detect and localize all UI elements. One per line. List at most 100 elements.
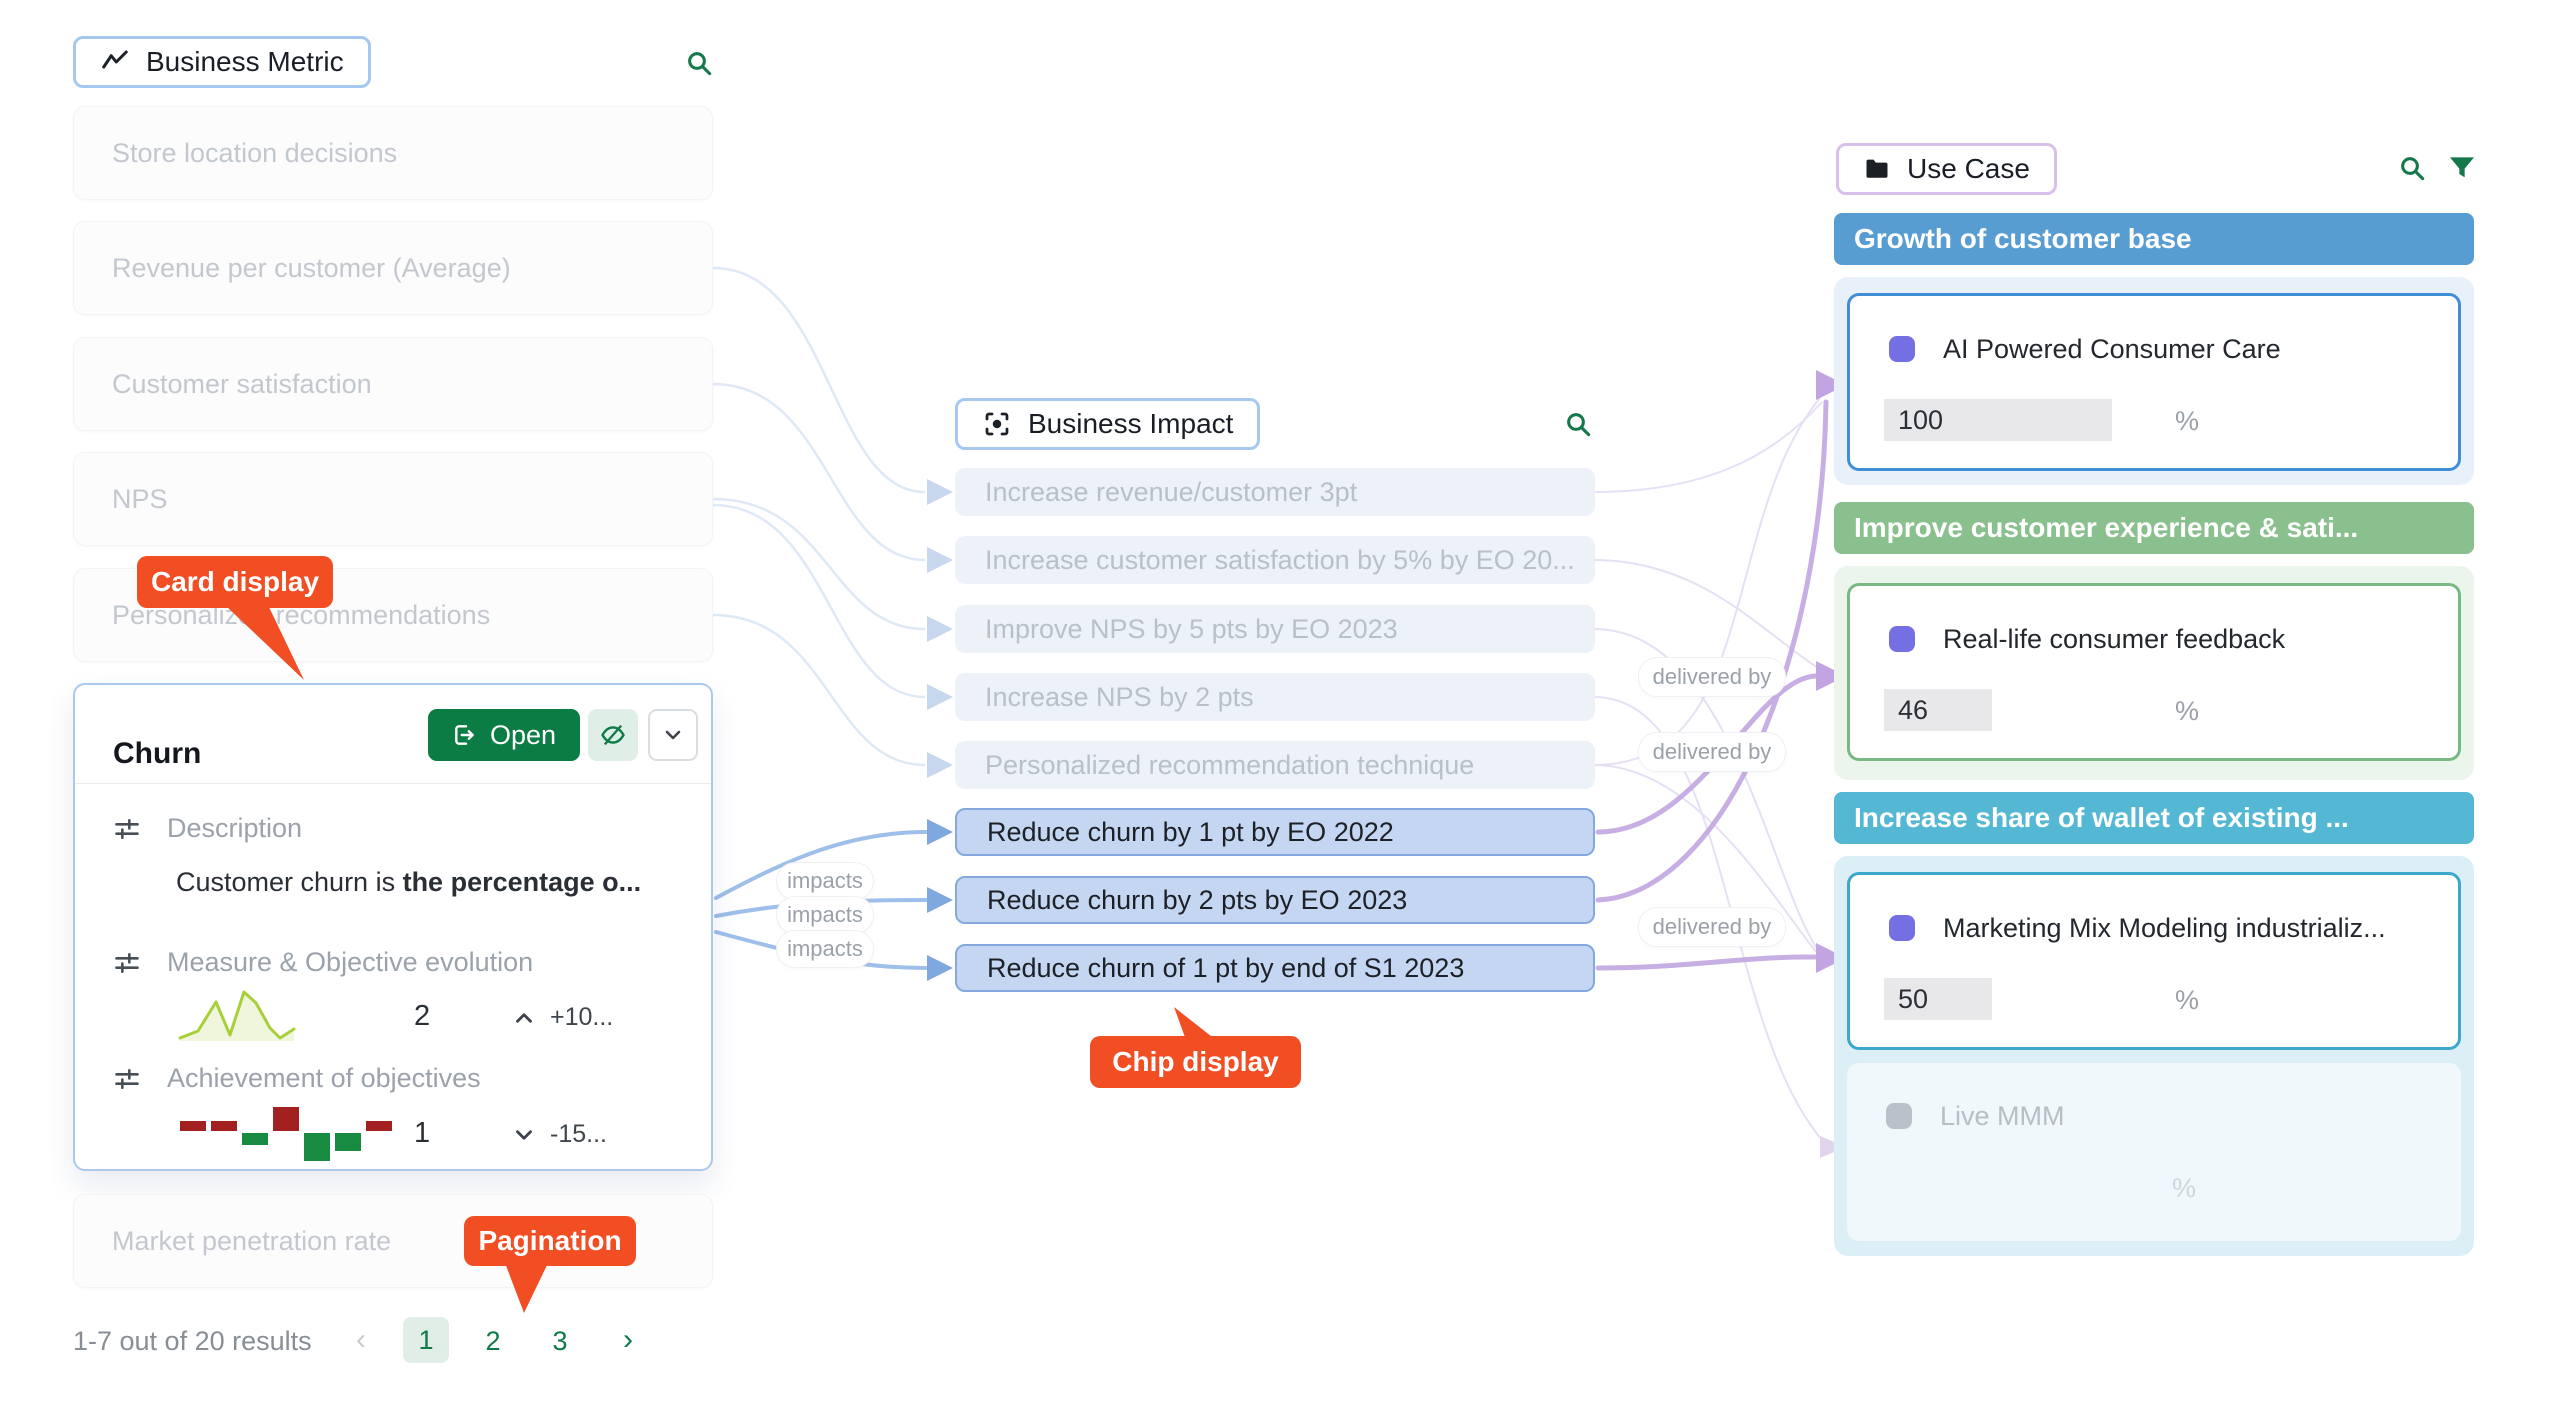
impact-chip[interactable]: Increase customer satisfaction by 5% by …: [955, 536, 1595, 584]
impact-chip-label: Reduce churn of 1 pt by end of S1 2023: [987, 952, 1465, 983]
impact-chip-label: Increase NPS by 2 pts: [985, 681, 1254, 712]
trend-icon: [100, 47, 130, 77]
metric-card-churn: Churn Open Description Customer churn i: [73, 683, 713, 1171]
edge-label-impacts: impacts: [777, 897, 873, 933]
usecase-search-icon[interactable]: [2396, 152, 2428, 184]
card-divider: [75, 783, 711, 784]
impact-chip-label: Personalized recommendation technique: [985, 749, 1475, 780]
churn-card-title: Churn: [113, 737, 202, 770]
annotation-pagination: Pagination: [464, 1216, 636, 1266]
value-input[interactable]: 50: [1884, 978, 1992, 1020]
open-button[interactable]: Open: [428, 709, 580, 761]
chevron-down-icon[interactable]: [511, 1122, 537, 1148]
pagination-next[interactable]: ›: [623, 1323, 633, 1356]
usecase-group-header[interactable]: Growth of customer base: [1834, 213, 2474, 265]
business-metric-label: Business Metric: [146, 46, 344, 77]
usecase-card-disabled[interactable]: Live MMM %: [1847, 1063, 2461, 1241]
node-type-use-case[interactable]: Use Case: [1836, 143, 2057, 195]
impact-chip-label: Increase revenue/customer 3pt: [985, 476, 1358, 507]
usecase-card-selected[interactable]: AI Powered Consumer Care 100 %: [1847, 293, 2461, 471]
pagination-prev[interactable]: ‹: [356, 1323, 366, 1356]
impact-chip-label: Reduce churn by 1 pt by EO 2022: [987, 816, 1394, 847]
pagination-page-1[interactable]: 1: [403, 1317, 449, 1363]
impact-chip[interactable]: Improve NPS by 5 pts by EO 2023: [955, 605, 1595, 653]
metric-item[interactable]: Customer satisfaction: [73, 337, 713, 431]
evolution-label: Measure & Objective evolution: [167, 947, 534, 977]
pagination-summary: 1-7 out of 20 results: [73, 1326, 312, 1356]
impact-chip-label: Reduce churn by 2 pts by EO 2023: [987, 884, 1408, 915]
sliders-icon: [113, 1065, 141, 1093]
impact-chip-selected[interactable]: Reduce churn by 2 pts by EO 2023: [955, 876, 1595, 924]
metric-item-label: Store location decisions: [112, 137, 398, 168]
achievement-value: 1: [414, 1117, 431, 1149]
metric-item-label: Customer satisfaction: [112, 368, 372, 399]
achievement-label: Achievement of objectives: [167, 1063, 481, 1093]
value-input[interactable]: 100: [1884, 399, 2112, 441]
unit-label: %: [2175, 985, 2200, 1015]
impact-search-icon[interactable]: [1562, 408, 1594, 440]
impact-chip[interactable]: Increase NPS by 2 pts: [955, 673, 1595, 721]
annotation-card-display: Card display: [137, 556, 333, 608]
node-type-business-metric[interactable]: Business Metric: [73, 36, 371, 88]
impact-chip-selected[interactable]: Reduce churn by 1 pt by EO 2022: [955, 808, 1595, 856]
edge-label-delivered-by: delivered by: [1639, 733, 1785, 771]
edge-label-delivered-by: delivered by: [1639, 658, 1785, 696]
impact-chip[interactable]: Increase revenue/customer 3pt: [955, 468, 1595, 516]
metric-item-label: Market penetration rate: [112, 1225, 392, 1256]
edge-label-impacts: impacts: [777, 931, 873, 967]
achievement-row: Achievement of objectives: [113, 1063, 481, 1094]
metric-item-label: NPS: [112, 483, 168, 514]
metric-item[interactable]: Revenue per customer (Average): [73, 221, 713, 315]
hide-button[interactable]: [588, 709, 638, 761]
usecase-group-header[interactable]: Increase share of wallet of existing ...: [1834, 792, 2474, 844]
evolution-row: Measure & Objective evolution: [113, 947, 533, 978]
folder-icon: [1863, 155, 1891, 183]
usecase-card-title: Live MMM: [1940, 1101, 2065, 1131]
open-button-label: Open: [489, 719, 557, 750]
group-title: Growth of customer base: [1854, 223, 2192, 254]
sliders-icon: [113, 949, 141, 977]
annotation-chip-display: Chip display: [1090, 1036, 1301, 1088]
evolution-delta: +10...: [550, 1003, 614, 1031]
usecase-card[interactable]: Real-life consumer feedback 46 %: [1847, 583, 2461, 761]
impact-chip-label: Improve NPS by 5 pts by EO 2023: [985, 613, 1398, 644]
description-row: Description: [113, 813, 302, 844]
status-bullet: [1889, 915, 1915, 941]
status-bullet: [1889, 626, 1915, 652]
usecase-card-title: Marketing Mix Modeling industrializ...: [1943, 913, 2386, 943]
description-text: Customer churn is the percentage o...: [176, 867, 641, 898]
description-label: Description: [167, 813, 303, 843]
collapse-button[interactable]: [648, 709, 698, 761]
group-title: Increase share of wallet of existing ...: [1854, 802, 2349, 833]
pagination-page-3[interactable]: 3: [552, 1326, 568, 1356]
usecase-filter-icon[interactable]: [2446, 152, 2478, 184]
business-impact-label: Business Impact: [1028, 408, 1234, 439]
impact-chip[interactable]: Personalized recommendation technique: [955, 741, 1595, 789]
description-prefix: Customer churn is: [176, 867, 403, 897]
metrics-search-icon[interactable]: [683, 47, 715, 79]
impact-chip-label: Increase customer satisfaction by 5% by …: [985, 544, 1575, 575]
use-case-label: Use Case: [1907, 153, 2030, 184]
chevron-down-icon: [661, 723, 685, 747]
evolution-value: 2: [414, 1000, 431, 1032]
group-title: Improve customer experience & sati...: [1854, 512, 2359, 543]
achievement-bars: [180, 1107, 392, 1161]
usecase-group-header[interactable]: Improve customer experience & sati...: [1834, 502, 2474, 554]
impact-chip-selected[interactable]: Reduce churn of 1 pt by end of S1 2023: [955, 944, 1595, 992]
value-input[interactable]: 46: [1884, 689, 1992, 731]
metric-item-label: Revenue per customer (Average): [112, 252, 511, 283]
unit-label: %: [2175, 406, 2200, 436]
usecase-card-title: AI Powered Consumer Care: [1943, 334, 2281, 364]
usecase-card-title: Real-life consumer feedback: [1943, 624, 2286, 654]
evolution-sparkline: [178, 990, 296, 1041]
usecase-card[interactable]: Marketing Mix Modeling industrializ... 5…: [1847, 872, 2461, 1050]
unit-label: %: [2175, 696, 2200, 726]
sliders-icon: [113, 815, 141, 843]
pagination-page-2[interactable]: 2: [485, 1326, 501, 1356]
open-icon: [452, 722, 478, 748]
node-type-business-impact[interactable]: Business Impact: [955, 398, 1261, 450]
chevron-up-icon[interactable]: [511, 1005, 537, 1031]
metric-item[interactable]: NPS: [73, 452, 713, 546]
metric-item[interactable]: Store location decisions: [73, 106, 713, 200]
